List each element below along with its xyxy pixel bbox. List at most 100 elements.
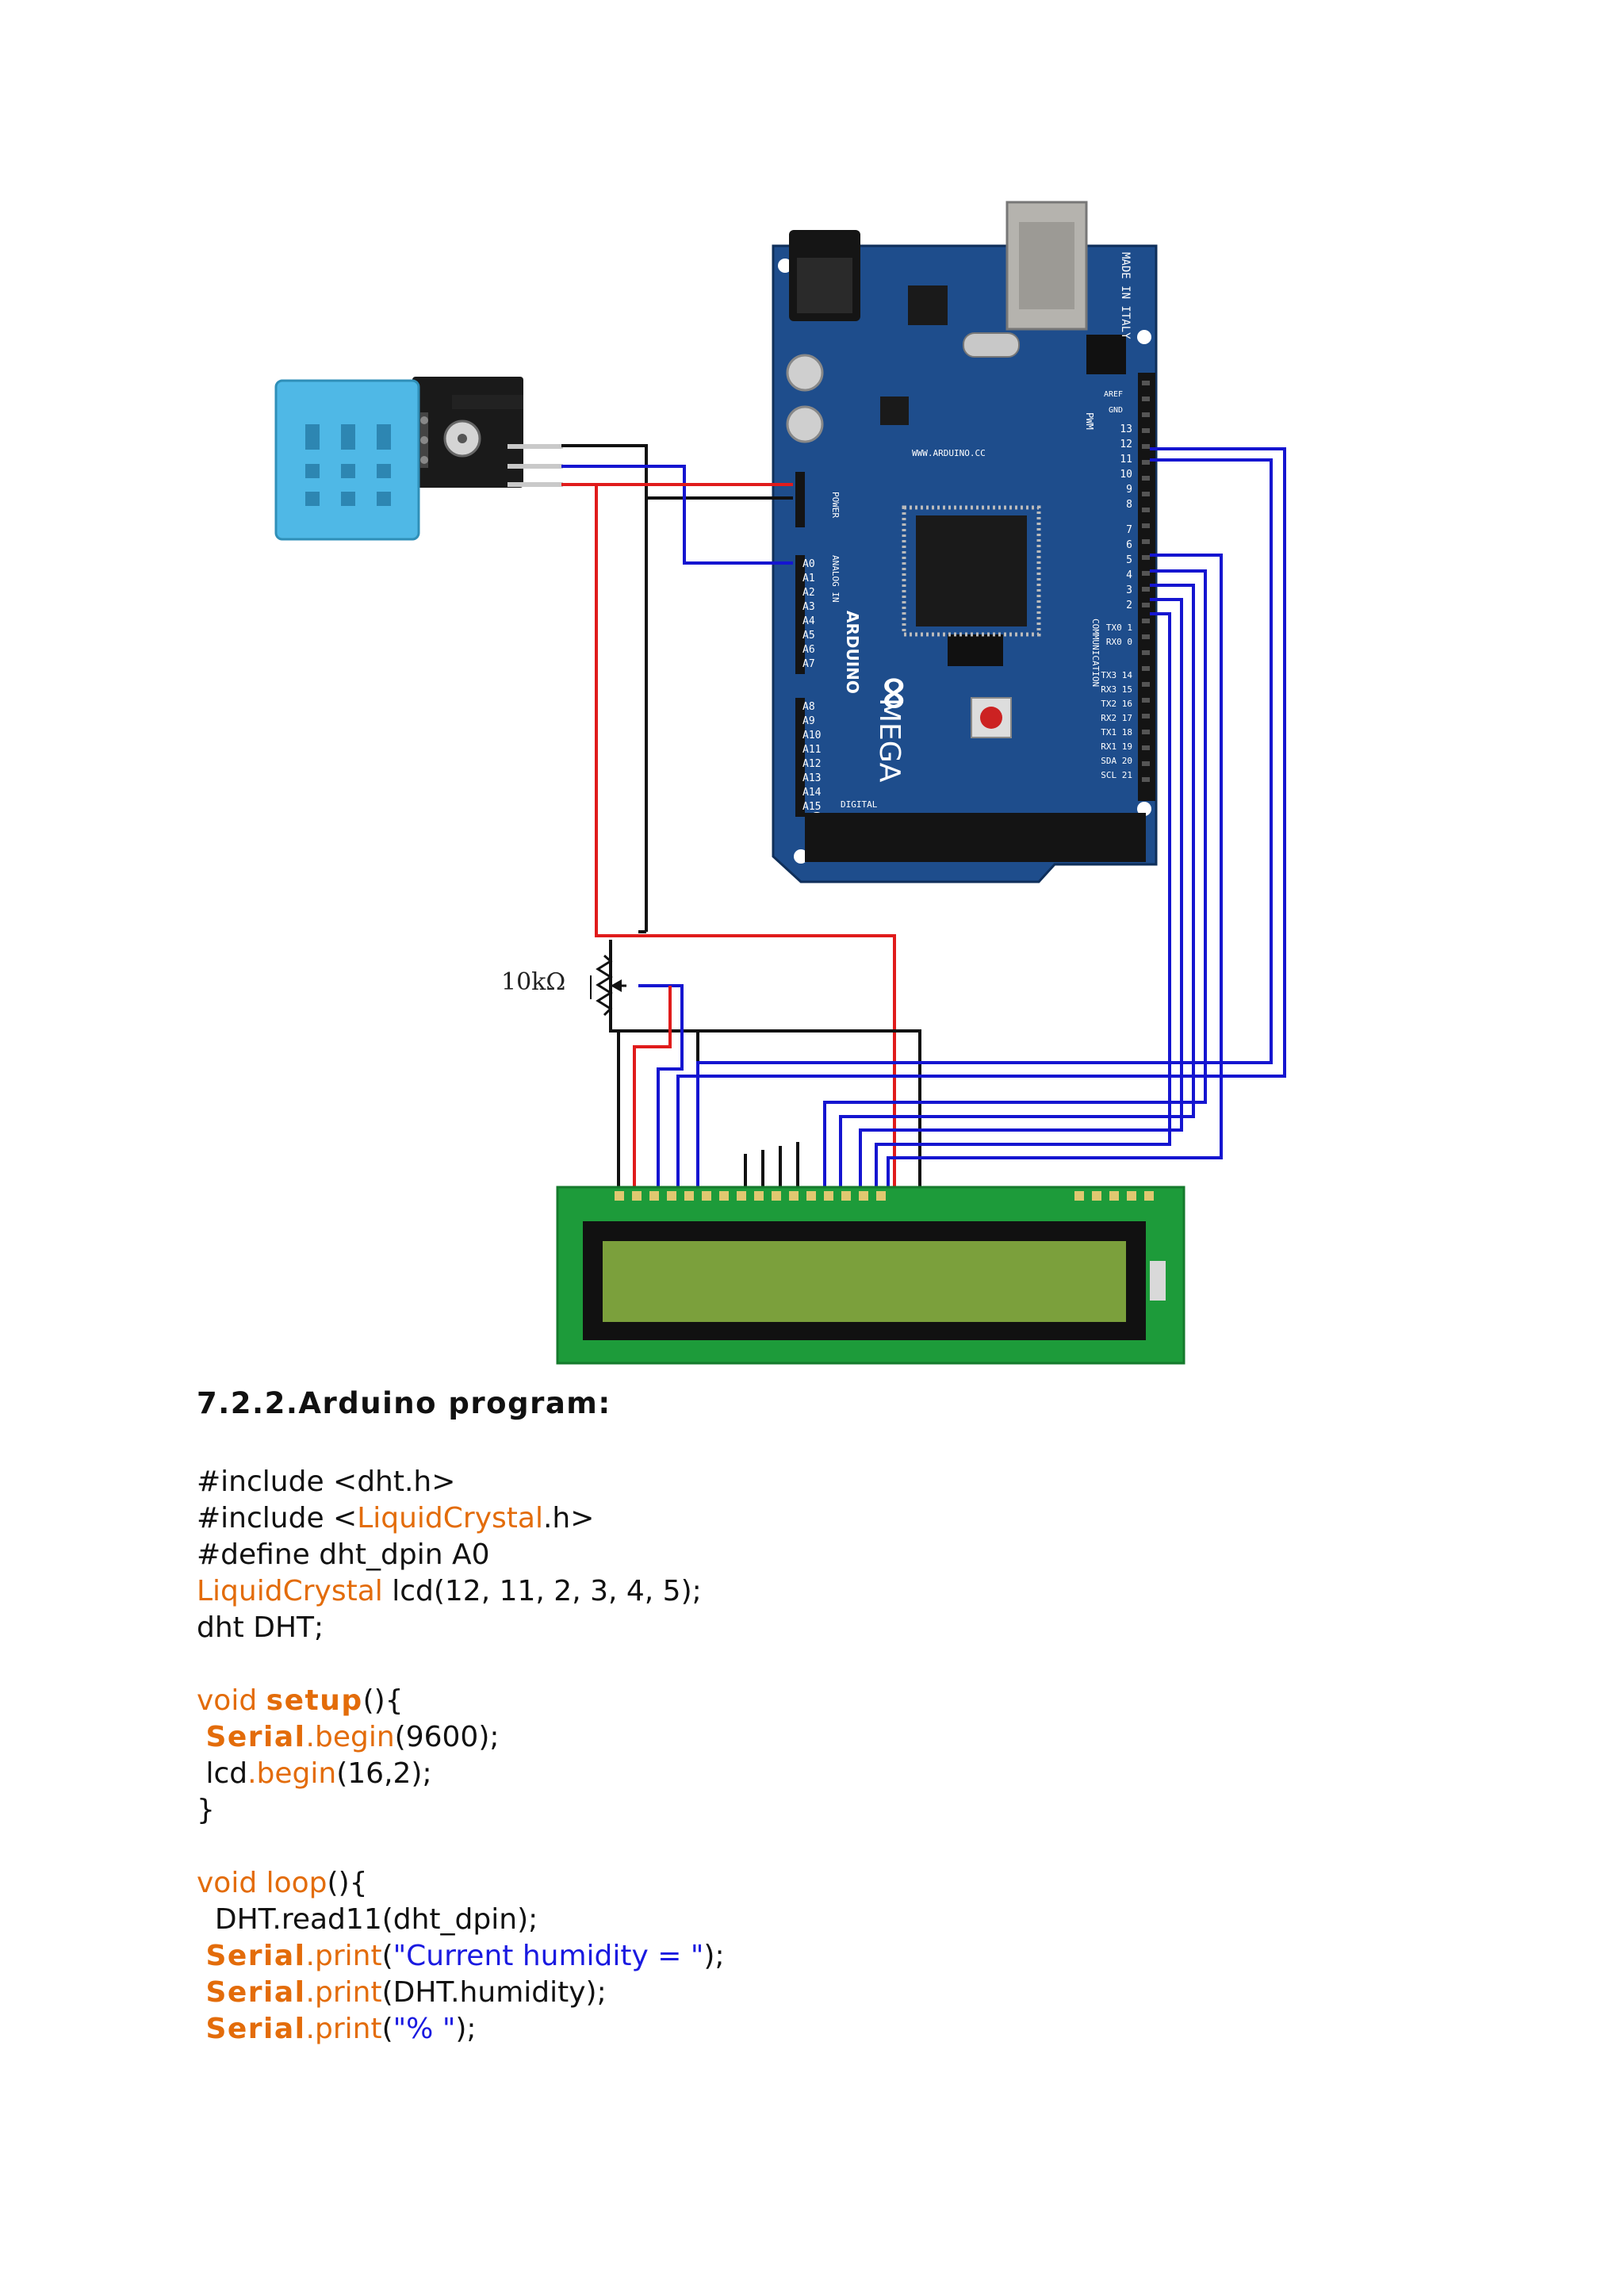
code-blank-line: [197, 1829, 725, 1865]
pin-label-5: 5: [1126, 554, 1132, 566]
aref-label: AREF: [1104, 390, 1123, 399]
pin-label-tx1: TX1 18: [1101, 727, 1132, 738]
pin-label-tx2: TX2 16: [1101, 699, 1132, 709]
pin-label-rx0: RX0 0: [1106, 637, 1132, 647]
code-text: }: [197, 1794, 215, 1826]
code-blank-line: [197, 1646, 725, 1683]
made-in-label: MADE IN ITALY: [1119, 252, 1132, 339]
pin-label-a5: A5: [802, 630, 815, 642]
code-keyword: LiquidCrystal: [357, 1502, 543, 1534]
code-text: (: [381, 2013, 393, 2045]
pin-label-a12: A12: [802, 758, 821, 770]
code-keyword-bold: Serial: [205, 1976, 306, 2009]
code-line: lcd.begin(16,2);: [197, 1756, 725, 1792]
circuit-diagram: ∞ MADE IN ITALY WWW.ARDUINO.CC ARDUINO M…: [274, 201, 1286, 1365]
code-text: [197, 1976, 205, 2009]
pin-label-a1: A1: [802, 573, 815, 584]
pin-label-10: 10: [1120, 469, 1132, 481]
pin-label-a2: A2: [802, 587, 815, 599]
arduino-mega-board: ∞ MADE IN ITALY WWW.ARDUINO.CC ARDUINO M…: [772, 201, 1158, 883]
pin-label-a8: A8: [802, 701, 815, 713]
code-line: void loop(){: [197, 1865, 725, 1902]
pin-label-6: 6: [1126, 539, 1132, 551]
code-text: (DHT.humidity);: [381, 1976, 607, 2009]
code-line: DHT.read11(dht_dpin);: [197, 1902, 725, 1938]
code-text: [197, 1721, 205, 1753]
code-text: );: [703, 1940, 725, 1972]
model-label: MEGA: [873, 698, 906, 783]
code-line: Serial.print("Current humidity = ");: [197, 1938, 725, 1975]
code-line: dht DHT;: [197, 1610, 725, 1646]
pin-label-4: 4: [1126, 569, 1132, 581]
code-keyword-bold: Serial: [205, 1940, 306, 1972]
pwm-pin-labels: 13 12 11 10 9 8 7 6 5 4 3 2: [1120, 423, 1132, 611]
pin-label-a14: A14: [802, 787, 822, 799]
code-text: .h>: [542, 1502, 595, 1534]
pin-label-tx3: TX3 14: [1101, 670, 1132, 680]
code-line: Serial.begin(9600);: [197, 1719, 725, 1756]
pin-label-a13: A13: [802, 772, 821, 784]
pin-label-a6: A6: [802, 644, 815, 656]
code-keyword-bold: setup: [266, 1684, 363, 1717]
communication-label: COMMUNICATION: [1090, 619, 1101, 687]
code-keyword: .print: [305, 2013, 382, 2045]
code-text: (9600);: [394, 1721, 500, 1753]
code-text: DHT.read11(dht_dpin);: [197, 1903, 538, 1936]
analog-in-label: ANALOG IN: [830, 555, 841, 603]
pin-label-rx2: RX2 17: [1101, 713, 1132, 723]
pin-label-a9: A9: [802, 715, 815, 727]
code-keyword: .print: [305, 1976, 382, 2009]
pin-label-3: 3: [1126, 584, 1132, 596]
code-text: #include <dht.h>: [197, 1466, 456, 1498]
analog-pin-labels: A0 A1 A2 A3 A4 A5 A6 A7 A8 A9 A10 A11 A1…: [802, 558, 822, 813]
potentiometer: 10kΩ: [501, 954, 626, 1017]
svg-text:∞: ∞: [869, 674, 923, 712]
pin-label-a15: A15: [802, 801, 821, 813]
website-label: WWW.ARDUINO.CC: [912, 448, 986, 458]
code-text: #define dht_dpin A0: [197, 1538, 490, 1571]
code-text: [197, 2013, 205, 2045]
pin-label-a4: A4: [802, 615, 815, 627]
code-line: Serial.print(DHT.humidity);: [197, 1975, 725, 2011]
code-line: void setup(){: [197, 1683, 725, 1719]
pwm-label: PWM: [1084, 412, 1095, 430]
pin-label-tx0: TX0 1: [1106, 623, 1132, 633]
code-keyword: .begin: [305, 1721, 395, 1753]
code-text: );: [455, 2013, 477, 2045]
dht11-sensor-module: [274, 377, 563, 541]
code-line: #include <LiquidCrystal.h>: [197, 1500, 725, 1537]
code-text: (){: [327, 1867, 368, 1899]
pin-label-scl: SCL 21: [1101, 770, 1132, 780]
code-text: lcd: [197, 1757, 248, 1790]
digital-label: DIGITAL: [841, 799, 878, 810]
pin-label-2: 2: [1126, 600, 1132, 611]
code-line: #include <dht.h>: [197, 1464, 725, 1500]
pin-label-11: 11: [1120, 454, 1132, 466]
wires: [561, 444, 1286, 1196]
code-text: (16,2);: [336, 1757, 432, 1790]
code-keyword-bold: Serial: [205, 1721, 306, 1753]
section-heading: 7.2.2.Arduino program:: [197, 1386, 611, 1420]
lcd-16x2-display: [556, 1186, 1185, 1365]
pin-label-8: 8: [1126, 499, 1132, 511]
pin-label-a3: A3: [802, 601, 815, 613]
code-line: }: [197, 1792, 725, 1829]
pin-label-13: 13: [1120, 423, 1132, 435]
pin-label-12: 12: [1120, 439, 1132, 450]
code-line: LiquidCrystal lcd(12, 11, 2, 3, 4, 5);: [197, 1573, 725, 1610]
code-block: #include <dht.h> #include <LiquidCrystal…: [197, 1464, 725, 2048]
code-keyword: .print: [305, 1940, 382, 1972]
code-keyword: LiquidCrystal: [197, 1575, 383, 1607]
code-line: Serial.print("% ");: [197, 2011, 725, 2048]
code-text: #include <: [197, 1502, 358, 1534]
code-string: "Current humidity = ": [393, 1940, 704, 1972]
pin-label-9: 9: [1126, 484, 1132, 496]
power-label: POWER: [830, 492, 841, 518]
code-keyword: void loop: [197, 1867, 327, 1899]
code-keyword: void: [197, 1684, 266, 1717]
brand-label: ARDUINO: [843, 611, 862, 694]
pin-label-a10: A10: [802, 730, 821, 741]
code-string: "% ": [393, 2013, 456, 2045]
pin-label-rx3: RX3 15: [1101, 684, 1132, 695]
pin-label-sda: SDA 20: [1101, 756, 1132, 766]
